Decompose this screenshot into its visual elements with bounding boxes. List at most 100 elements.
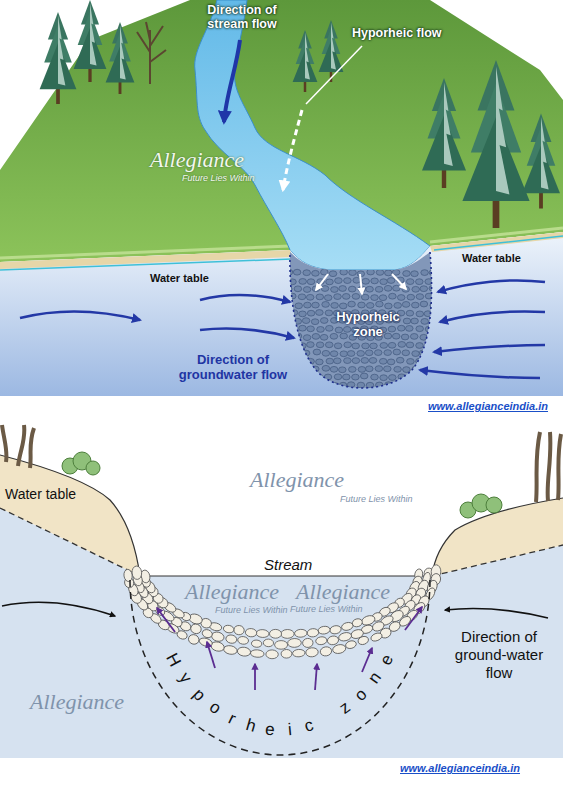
pebble bbox=[327, 635, 340, 646]
pebble bbox=[332, 643, 347, 654]
conifer bbox=[40, 12, 77, 104]
pebble bbox=[320, 334, 328, 340]
pebble bbox=[307, 374, 315, 380]
pebble bbox=[321, 286, 329, 292]
shrubs bbox=[62, 452, 502, 518]
pebble bbox=[237, 636, 249, 645]
pebble bbox=[420, 301, 428, 307]
conifer bbox=[462, 60, 529, 228]
pebble bbox=[345, 640, 357, 650]
pebble bbox=[357, 635, 370, 646]
pebble bbox=[223, 624, 235, 633]
conifer bbox=[522, 114, 560, 209]
pebble bbox=[389, 293, 397, 299]
pebble bbox=[288, 350, 292, 356]
zone-label: Hyporheic zone bbox=[326, 309, 410, 339]
pebble bbox=[322, 383, 330, 389]
pebble bbox=[269, 629, 281, 638]
pebble bbox=[316, 342, 324, 348]
pebble bbox=[298, 294, 306, 300]
pebble bbox=[316, 310, 324, 316]
zone-label-letter: z bbox=[337, 699, 354, 719]
pebble bbox=[324, 295, 332, 301]
zone-label-letter: H bbox=[162, 650, 184, 669]
pebble bbox=[322, 302, 330, 308]
pebble bbox=[352, 343, 360, 349]
pebble bbox=[394, 366, 402, 372]
pebble bbox=[251, 640, 262, 648]
groundwater-arrows bbox=[2, 602, 548, 618]
pebble bbox=[334, 343, 342, 349]
zone-label-letter: r bbox=[226, 709, 239, 728]
pebble bbox=[357, 351, 365, 357]
pebble bbox=[334, 374, 342, 380]
pebble bbox=[362, 278, 370, 284]
pebble bbox=[299, 325, 307, 331]
hyporheic-flow-arrow bbox=[283, 110, 302, 190]
block-diagram bbox=[0, 0, 563, 418]
pebble bbox=[335, 389, 343, 394]
pebble bbox=[302, 381, 310, 387]
pebble bbox=[330, 351, 338, 357]
pebble bbox=[326, 325, 334, 331]
pebble bbox=[250, 649, 264, 658]
pebble bbox=[397, 390, 405, 394]
pebble bbox=[392, 333, 400, 339]
pebble bbox=[429, 350, 434, 356]
pebble bbox=[322, 365, 330, 371]
website-url: www.allegianceindia.in bbox=[428, 400, 548, 413]
pebble bbox=[369, 358, 377, 364]
pebble bbox=[389, 390, 397, 394]
pebble bbox=[370, 632, 383, 643]
zone-label-letter: y bbox=[175, 670, 195, 687]
pebble bbox=[298, 357, 306, 363]
pebble bbox=[303, 365, 311, 371]
land-left bbox=[0, 455, 140, 576]
pebble bbox=[294, 333, 302, 339]
pebble bbox=[362, 389, 370, 394]
pebble bbox=[379, 358, 387, 364]
illustration-part bbox=[440, 311, 545, 322]
pebble bbox=[430, 366, 434, 372]
pebble bbox=[374, 350, 382, 356]
pebble bbox=[371, 278, 379, 284]
pebble bbox=[425, 391, 433, 394]
illustration-part bbox=[200, 328, 294, 338]
pebble bbox=[302, 318, 310, 324]
pebble bbox=[352, 294, 360, 300]
hyporheic-flow-arrow bbox=[316, 274, 328, 290]
soil-layer bbox=[0, 232, 563, 269]
pebble bbox=[320, 646, 333, 657]
pebble bbox=[370, 343, 378, 349]
pebble bbox=[393, 349, 401, 355]
pebble bbox=[288, 326, 296, 332]
pebble bbox=[304, 302, 312, 308]
pebble bbox=[299, 311, 307, 317]
pebble bbox=[371, 390, 379, 394]
pebble bbox=[366, 286, 374, 292]
pebble bbox=[410, 334, 418, 340]
pebble bbox=[315, 374, 323, 380]
pebble bbox=[366, 303, 374, 309]
pebble bbox=[379, 389, 387, 394]
pebble bbox=[401, 334, 409, 340]
conifer bbox=[319, 20, 344, 82]
stream-label: Stream bbox=[264, 556, 312, 573]
flow-label: Direction of groundwater flow bbox=[172, 352, 294, 382]
watermark: Allegiance bbox=[296, 580, 390, 604]
pebble bbox=[295, 303, 303, 309]
pebble bbox=[415, 391, 423, 394]
pebble bbox=[223, 645, 238, 656]
pebble bbox=[344, 278, 352, 284]
pebble bbox=[320, 318, 328, 324]
pebble bbox=[312, 302, 320, 308]
zone-label-letter: e bbox=[377, 651, 397, 668]
pebble bbox=[397, 295, 405, 301]
pebble bbox=[131, 566, 142, 580]
pebble bbox=[288, 318, 294, 324]
pebble bbox=[407, 374, 415, 380]
pebble bbox=[292, 649, 305, 657]
pebble bbox=[344, 358, 352, 364]
pebble bbox=[347, 382, 355, 388]
